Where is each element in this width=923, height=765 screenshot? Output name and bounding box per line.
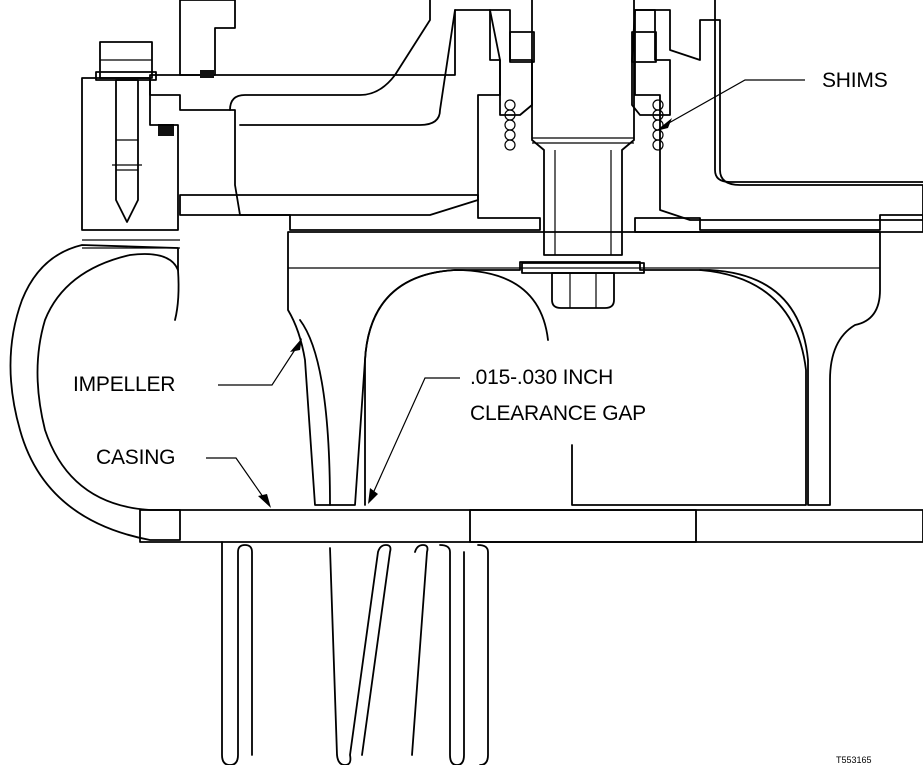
mechanical-seal-assembly: [489, 0, 671, 309]
casing-leader: [206, 457, 269, 505]
clamp-block: [81, 77, 179, 231]
shims-label: SHIMS: [822, 69, 888, 92]
casing-arrowhead: [258, 494, 271, 508]
impeller-cavity-right: [571, 269, 807, 506]
clearance-gap-label-line1: .015-.030 INCH: [470, 366, 614, 389]
impeller-leader: [218, 341, 301, 386]
seal-right-body: [631, 9, 671, 116]
impeller: [287, 231, 881, 506]
upper-housing-left-wall: [179, 0, 236, 76]
bracket-cavity: [229, 0, 431, 111]
impeller-hub: [287, 231, 881, 506]
casing-plate: [139, 509, 923, 543]
bracket-bottom-plate: [179, 194, 541, 231]
callout-leaders: [206, 79, 805, 508]
bracket-bottom-plate-right: [634, 214, 923, 233]
casing-label: CASING: [96, 446, 176, 469]
impeller-nut: [551, 272, 615, 309]
impeller-arrowhead: [290, 338, 302, 352]
drawing-number-label: T553165: [836, 755, 872, 765]
clamp-bolt-assembly: [81, 41, 180, 249]
upper-housing: [149, 0, 923, 233]
shaft: [531, 0, 635, 256]
upper-housing-right-cavity: [714, 0, 923, 183]
leg-1: [221, 541, 253, 765]
bolt-shank: [115, 79, 139, 223]
casing-inlet-opening: [469, 509, 697, 543]
upper-housing-left-flange: [149, 9, 501, 216]
upper-housing-right: [634, 9, 923, 221]
leg-4: [477, 544, 489, 765]
clearance-gap-label-line2: CLEARANCE GAP: [470, 402, 646, 425]
clearance-arrowhead: [368, 488, 378, 504]
impeller-vane-right: [364, 269, 549, 506]
impeller-label: IMPELLER: [73, 373, 176, 396]
impeller-vane-left: [299, 319, 331, 506]
clearance-leader: [369, 377, 460, 501]
bracket-inner-wall: [239, 9, 456, 126]
casing: [9, 244, 923, 543]
shims-arrowhead: [656, 118, 672, 131]
leg-3: [411, 544, 465, 765]
left-spring: [504, 99, 516, 151]
gasket-seal-2: [158, 124, 174, 136]
leg-2: [329, 544, 392, 765]
right-spring: [652, 99, 664, 151]
gasket-seal-1: [200, 70, 214, 78]
casing-volute: [9, 244, 181, 541]
support-legs: [221, 541, 489, 765]
shims-leader: [659, 79, 805, 129]
